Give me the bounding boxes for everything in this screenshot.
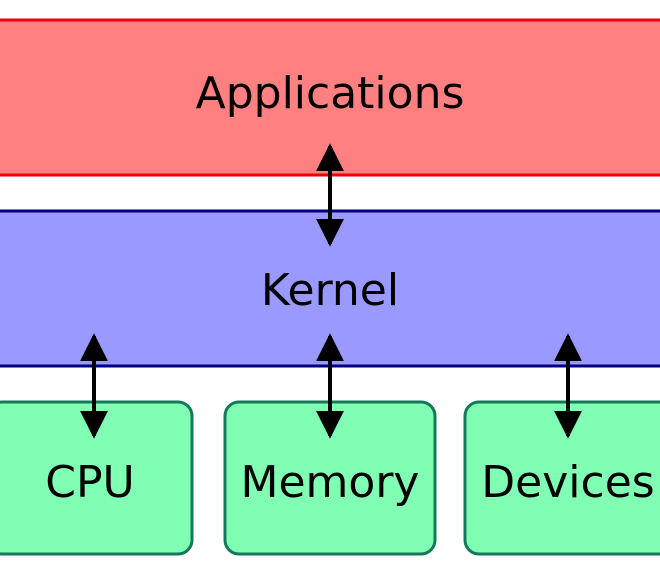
devices-label: Devices [481, 457, 654, 508]
applications-label: Applications [196, 68, 465, 119]
cpu-label: CPU [45, 457, 134, 508]
memory-label: Memory [241, 457, 420, 508]
kernel-label: Kernel [261, 265, 399, 316]
